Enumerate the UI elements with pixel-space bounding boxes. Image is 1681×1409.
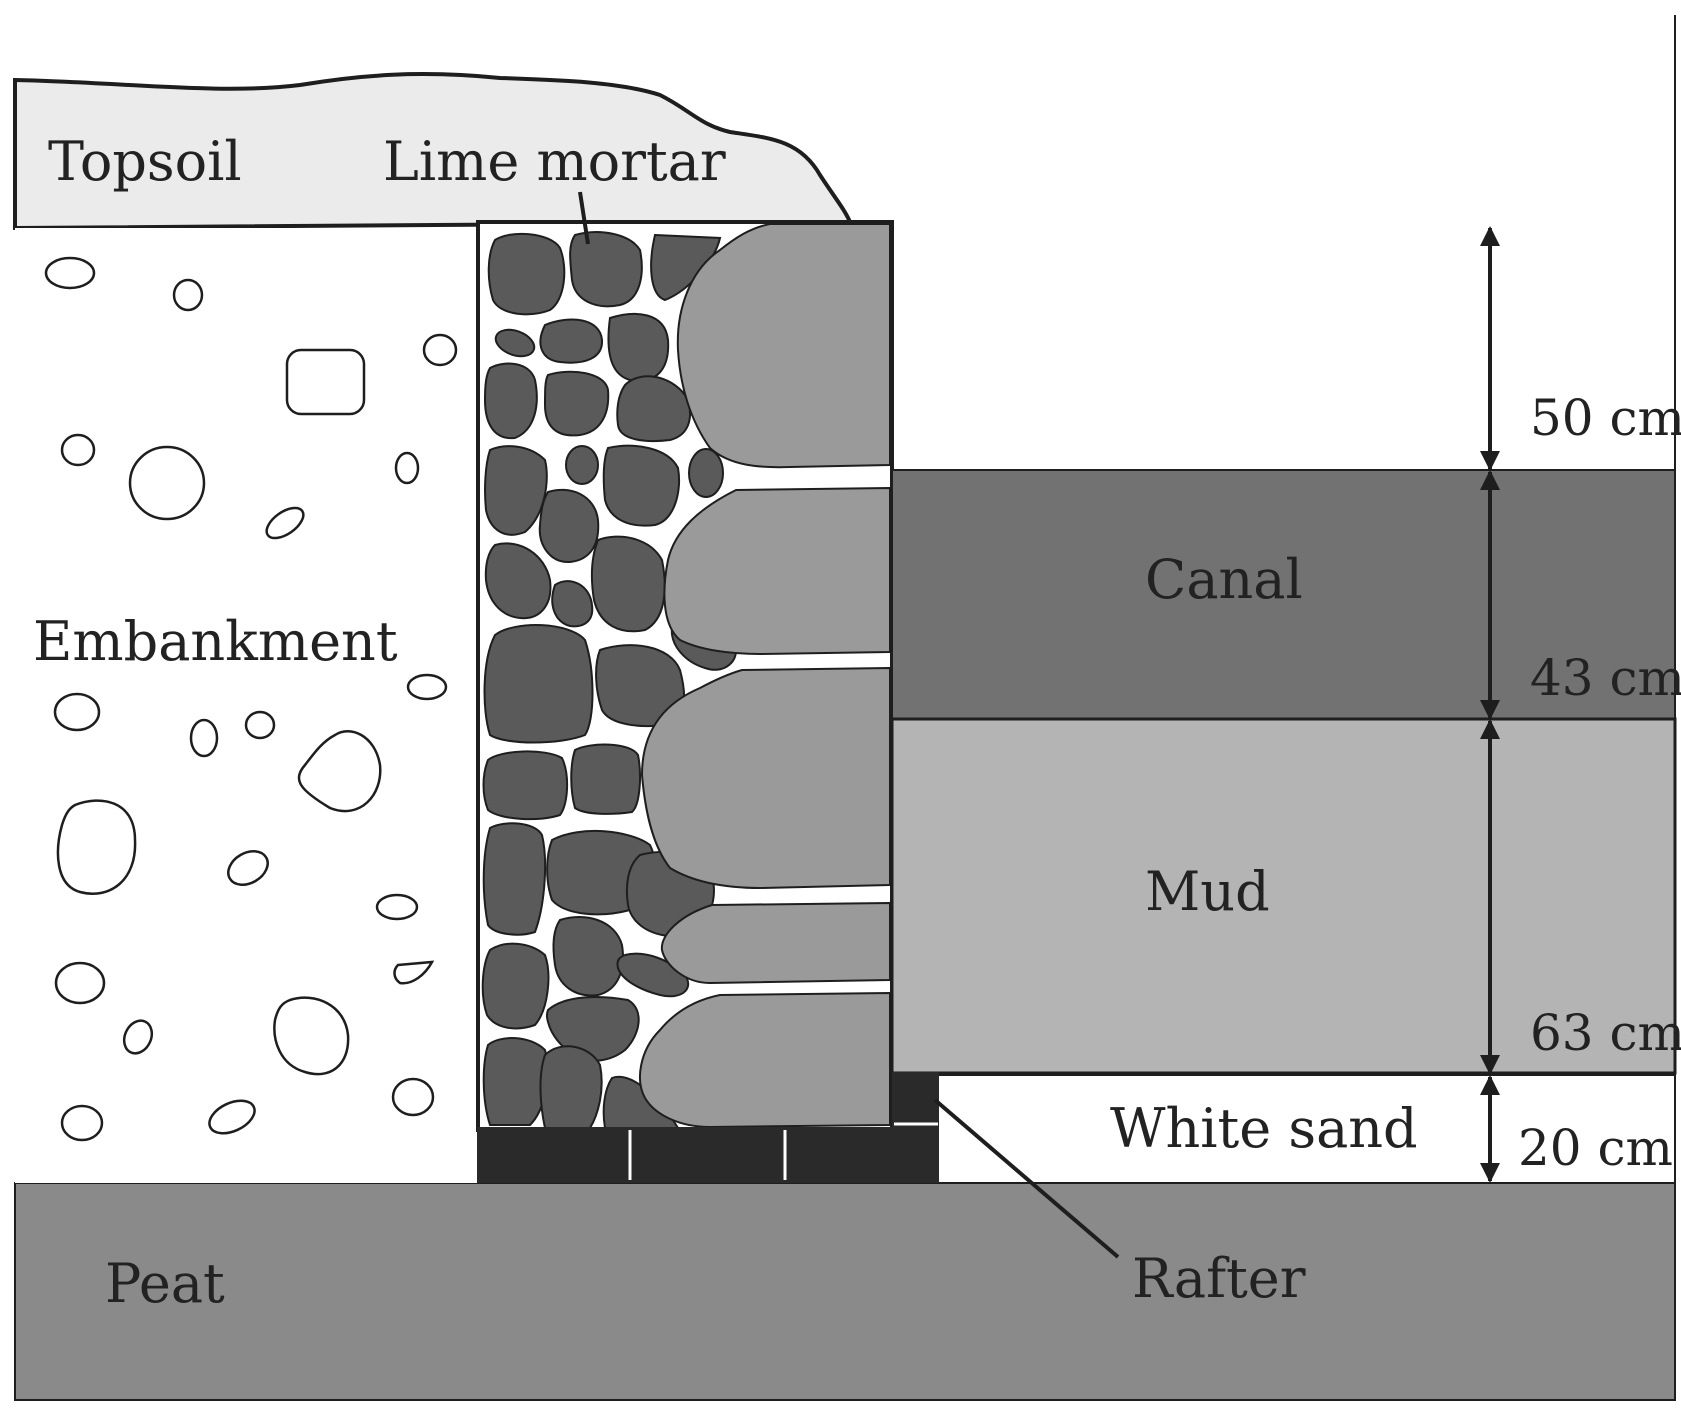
peat-layer — [14, 1182, 1676, 1401]
topsoil-layer — [13, 72, 853, 231]
dimension-label-sand: 20 cm — [1518, 1119, 1673, 1177]
label-topsoil: Topsoil — [48, 130, 242, 193]
dimension-label-mud: 63 cm — [1530, 1004, 1681, 1062]
rafter-leader-line — [933, 1098, 1120, 1259]
embankment-layer — [15, 228, 477, 1183]
label-rafter: Rafter — [1132, 1247, 1306, 1310]
label-white-sand: White sand — [1110, 1097, 1418, 1160]
embankment-stones — [44, 256, 458, 1142]
white-sand-layer — [891, 1074, 1676, 1184]
canal-layer — [891, 469, 1676, 720]
label-peat: Peat — [105, 1252, 225, 1315]
label-lime-mortar: Lime mortar — [383, 130, 726, 193]
mud-layer — [890, 717, 1677, 1075]
label-mud: Mud — [1145, 860, 1270, 923]
rafter-foundation — [477, 1072, 939, 1183]
label-embankment: Embankment — [33, 610, 398, 673]
dimension-label-canal: 43 cm — [1530, 649, 1681, 707]
label-canal: Canal — [1145, 548, 1303, 611]
dimension-label-upper: 50 cm — [1530, 389, 1681, 447]
facing-stones — [639, 223, 891, 1129]
lime-mortar-leader-line — [578, 191, 590, 245]
